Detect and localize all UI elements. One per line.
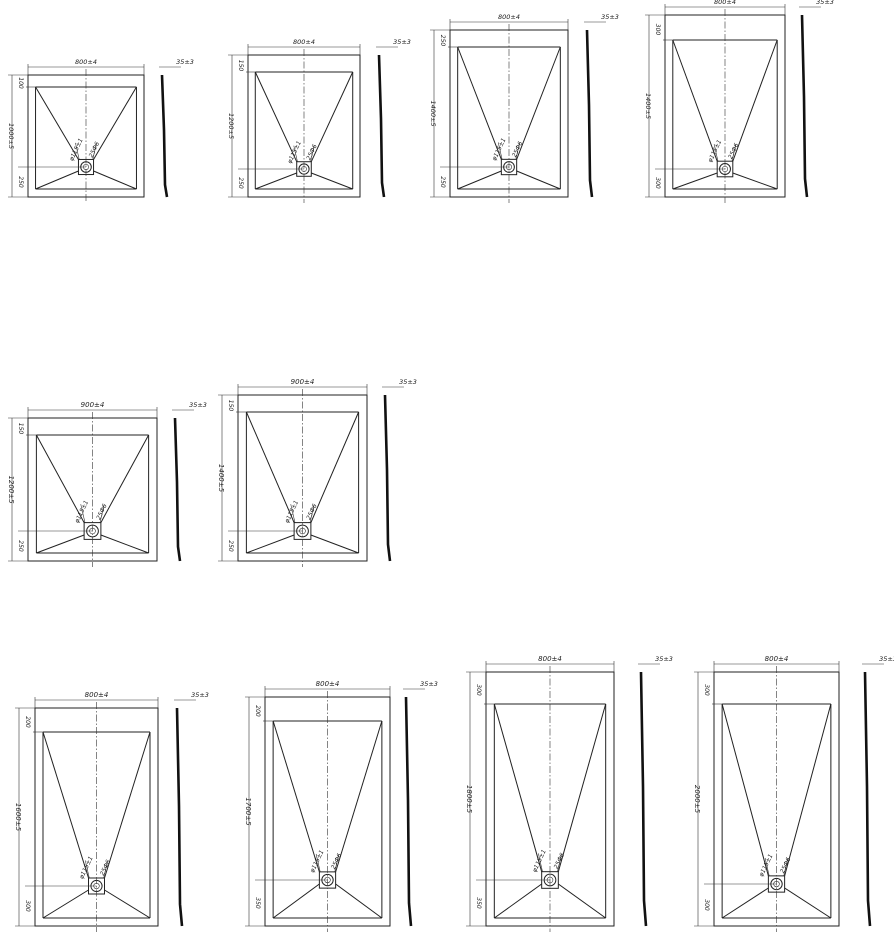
- side-profile: [377, 54, 386, 198]
- thickness-dimension: 35±3: [879, 655, 894, 663]
- drain-outlet-label: 25Ф6: [779, 856, 792, 874]
- width-dimension: 800±4: [714, 0, 736, 6]
- width-dimension: 800±4: [498, 13, 520, 21]
- drain-outlet-label: 25Ф6: [305, 143, 318, 161]
- side-profile: [160, 74, 169, 198]
- side-profile: [173, 417, 182, 562]
- thickness-dimension: 35±3: [655, 655, 673, 663]
- tray-drawing: φ115±1 25Ф6 800±4 1800±5 300 350 35±3: [465, 655, 673, 932]
- top-gap-dimension: 150: [227, 400, 234, 412]
- thickness-dimension: 35±3: [189, 401, 207, 409]
- drain-diameter-label: φ115±1: [758, 853, 775, 878]
- top-gap-dimension: 300: [475, 684, 482, 696]
- drain-diameter-label: φ115±1: [707, 139, 724, 164]
- thickness-dimension: 35±3: [601, 13, 619, 21]
- drain-offset-dimension: 250: [439, 176, 446, 188]
- side-profile: [800, 14, 809, 198]
- width-dimension: 800±4: [75, 58, 97, 66]
- top-gap-dimension: 200: [254, 705, 261, 717]
- drain-offset-dimension: 250: [17, 540, 24, 552]
- tray-drawing: φ115±1 25Ф6 800±4 1600±5 200 300 35±3: [14, 691, 209, 932]
- drain-diameter-label: φ115±1: [309, 849, 326, 874]
- drain-offset-dimension: 300: [654, 177, 661, 189]
- top-gap-dimension: 250: [439, 35, 446, 47]
- side-profile: [585, 29, 594, 198]
- width-dimension: 800±4: [765, 655, 789, 663]
- top-gap-dimension: 100: [17, 77, 24, 89]
- width-dimension: 800±4: [85, 691, 109, 699]
- drain-outlet-label: 25Ф6: [727, 142, 740, 160]
- drain-diameter-label: φ115±1: [491, 137, 508, 162]
- length-dimension: 1200±5: [227, 113, 235, 139]
- drain-diameter-label: φ115±1: [68, 137, 85, 162]
- width-dimension: 800±4: [538, 655, 562, 663]
- width-dimension: 900±4: [81, 401, 105, 409]
- length-dimension: 1000±5: [7, 123, 15, 149]
- top-gap-dimension: 300: [654, 24, 661, 36]
- length-dimension: 1600±5: [14, 803, 22, 832]
- length-dimension: 1800±5: [465, 785, 473, 814]
- top-gap-dimension: 200: [24, 716, 31, 728]
- drain-outlet-label: 25Ф6: [330, 852, 343, 870]
- drain-offset-dimension: 350: [475, 897, 482, 909]
- thickness-dimension: 35±3: [816, 0, 834, 6]
- drain-offset-dimension: 250: [17, 176, 24, 188]
- thickness-dimension: 35±3: [393, 38, 411, 46]
- drain-offset-dimension: 250: [227, 540, 234, 552]
- drain-diameter-label: φ115±1: [78, 855, 95, 880]
- drain-outlet-label: 25Ф6: [99, 859, 112, 877]
- width-dimension: 900±4: [291, 378, 315, 386]
- thickness-dimension: 35±3: [191, 691, 209, 699]
- drain-offset-dimension: 300: [24, 900, 31, 912]
- width-dimension: 800±4: [316, 680, 340, 688]
- length-dimension: 1400±5: [644, 93, 652, 119]
- drain-outlet-label: 25Ф6: [511, 140, 524, 158]
- drain-diameter-label: φ115±1: [531, 849, 548, 874]
- side-profile: [175, 707, 184, 927]
- tray-drawing: φ115±1 25Ф6 800±4 1700±5 200 350 35±3: [244, 680, 438, 932]
- top-gap-dimension: 300: [703, 684, 710, 696]
- length-dimension: 1400±5: [217, 464, 225, 493]
- length-dimension: 1200±5: [7, 475, 15, 504]
- length-dimension: 2000±5: [693, 785, 701, 814]
- drain-outlet-label: 25Ф6: [305, 503, 318, 521]
- drain-outlet-label: 25Ф6: [553, 852, 566, 870]
- thickness-dimension: 35±3: [176, 58, 194, 66]
- length-dimension: 1400±5: [429, 100, 437, 126]
- drain-offset-dimension: 300: [703, 899, 710, 911]
- drain-diameter-label: φ115±1: [74, 499, 91, 524]
- drain-offset-dimension: 250: [237, 177, 244, 189]
- length-dimension: 1700±5: [244, 797, 252, 826]
- tray-drawing: φ115±1 25Ф6 800±4 2000±5 300 300 35±3: [693, 655, 894, 932]
- top-gap-dimension: 150: [17, 423, 24, 435]
- side-profile: [383, 394, 392, 562]
- side-profile: [404, 696, 413, 927]
- top-gap-dimension: 150: [237, 60, 244, 72]
- thickness-dimension: 35±3: [420, 680, 438, 688]
- thickness-dimension: 35±3: [399, 378, 417, 386]
- side-profile: [639, 671, 648, 927]
- side-profile: [863, 671, 872, 927]
- width-dimension: 800±4: [293, 38, 315, 46]
- drain-offset-dimension: 350: [254, 897, 261, 909]
